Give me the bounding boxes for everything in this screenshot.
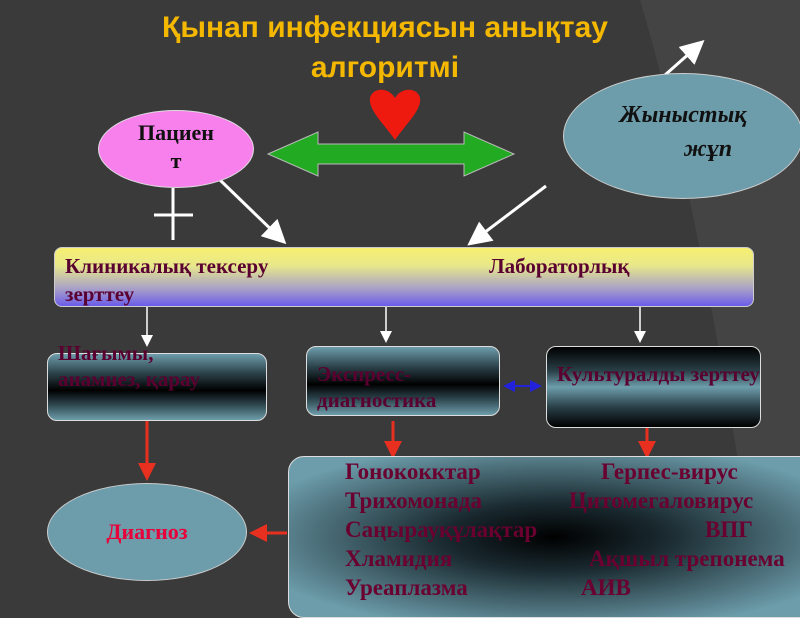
- culture-box: Культуралды зерттеу: [546, 346, 761, 428]
- pathogen-item: Герпес-вирус: [601, 459, 738, 484]
- complaints-label: Шағымы, анамнез, қарау: [58, 341, 200, 391]
- diagnosis-label: Диагноз: [106, 519, 188, 544]
- arrow-partner-outward: [664, 40, 705, 77]
- pathogen-item: Хламидия: [345, 546, 453, 571]
- title-line1: Қынап инфекциясын анықтау: [162, 11, 608, 44]
- female-symbol-icon: [154, 188, 193, 240]
- double-arrow-icon: [266, 131, 516, 177]
- patient-line1: Пациен: [138, 120, 214, 145]
- pathogen-item: ВПГ: [705, 517, 753, 542]
- pathogen-item: Ақшыл трепонема: [589, 546, 785, 571]
- exam-bar-wrap: зерттеу: [65, 282, 135, 306]
- patient-node: Пациен т: [98, 110, 254, 188]
- pathogen-item: Цитомегаловирус: [569, 488, 754, 513]
- pathogen-item: АИВ: [581, 575, 631, 600]
- pathogen-item: Гонококктар: [345, 459, 481, 484]
- title-line2: алгоритмі: [310, 51, 460, 84]
- lab-label: Лабораторлық: [489, 254, 630, 278]
- pathogen-item: Саңырауқұлақтар: [345, 517, 538, 542]
- pathogens-box: Гонококктар Трихомонада Саңырауқұлақтар …: [288, 456, 800, 618]
- diagnosis-node: Диагноз: [47, 483, 247, 581]
- exam-bar: Клиникалық тексеру Лабораторлық зерттеу: [54, 247, 754, 307]
- partner-line1: Жыныстық: [619, 102, 747, 128]
- pathogen-item: Трихомонада: [345, 488, 482, 513]
- patient-line2: т: [170, 148, 182, 173]
- arrow-partner-to-exam: [467, 184, 547, 246]
- arrow-patient-to-exam: [218, 178, 287, 245]
- complaints-box: Шағымы, анамнез, қарау: [47, 341, 267, 421]
- pathogen-item: Уреаплазма: [345, 575, 468, 600]
- partner-node: Жыныстық жұп: [563, 73, 800, 199]
- express-label: Экспресс-диагностика: [317, 362, 437, 412]
- express-diagnostics-box: Экспресс-диагностика: [306, 346, 500, 416]
- partner-line2: жұп: [683, 136, 733, 162]
- page-title: Қынап инфекциясын анықтау алгоритмі: [0, 8, 770, 88]
- culture-label: Культуралды зерттеу: [557, 362, 760, 386]
- heart-icon: [369, 89, 421, 140]
- clinical-exam-label: Клиникалық тексеру: [65, 254, 269, 278]
